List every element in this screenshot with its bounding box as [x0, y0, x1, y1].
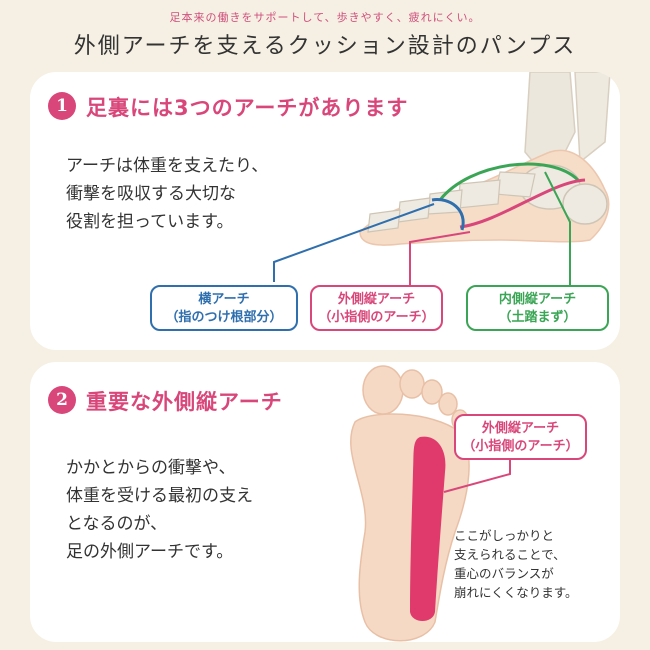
section-title: 重要な外側縦アーチ	[86, 390, 283, 414]
label-lateral-arch: 外側縦アーチ （小指側のアーチ）	[310, 285, 443, 331]
foot-sole-illustration	[350, 365, 511, 642]
page-title: 外側アーチを支えるクッション設計のパンプス	[73, 34, 577, 59]
label-transverse-arch: 横アーチ （指のつけ根部分）	[150, 285, 298, 331]
step-number-badge: 1	[48, 92, 76, 120]
section-arches-panel: 1 足裏には3つのアーチがあります アーチは体重を支えたり、 衝撃を吸収する大切…	[30, 72, 620, 350]
label-detail: （指のつけ根部分）	[165, 310, 283, 325]
body-line: 役割を担っています。	[66, 212, 234, 232]
note-text: ここがしっかりと 支えられることで、 重心のバランスが 崩れにくくなります。	[454, 526, 578, 602]
section-lateral-arch-panel: 2 重要な外側縦アーチ かかとからの衝撃や、 体重を受ける最初の支え となるのが…	[30, 362, 620, 642]
label-name: 内側縦アーチ	[498, 292, 577, 307]
section-body-text: かかとからの衝撃や、 体重を受ける最初の支え となるのが、 足の外側アーチです。	[66, 454, 253, 566]
foot-skeleton-illustration	[273, 72, 611, 287]
label-detail: （小指側のアーチ）	[318, 310, 435, 325]
label-name: 外側縦アーチ	[481, 421, 560, 436]
label-lateral-arch: 外側縦アーチ （小指側のアーチ）	[454, 414, 587, 460]
section-title: 足裏には3つのアーチがあります	[86, 96, 409, 120]
body-line: となるのが、	[66, 514, 168, 534]
label-name: 外側縦アーチ	[337, 292, 416, 307]
body-line: 衝撃を吸収する大切な	[66, 184, 236, 204]
label-detail: （小指側のアーチ）	[462, 439, 579, 454]
note-line: 支えられることで、	[454, 547, 566, 562]
note-line: ここがしっかりと	[454, 528, 555, 543]
note-line: 崩れにくくなります。	[454, 585, 578, 600]
note-line: 重心のバランスが	[454, 566, 554, 581]
label-medial-arch: 内側縦アーチ （土踏まず）	[466, 285, 609, 331]
body-line: 足の外側アーチです。	[66, 542, 234, 562]
body-line: アーチは体重を支えたり、	[66, 156, 269, 176]
body-line: 体重を受ける最初の支え	[66, 486, 253, 506]
section-body-text: アーチは体重を支えたり、 衝撃を吸収する大切な 役割を担っています。	[66, 152, 268, 236]
header-subtitle: 足本来の働きをサポートして、歩きやすく、疲れにくい。	[169, 11, 481, 24]
label-detail: （土踏まず）	[498, 310, 577, 325]
label-name: 横アーチ	[198, 292, 250, 307]
body-line: かかとからの衝撃や、	[66, 458, 236, 478]
step-number-badge: 2	[48, 386, 76, 414]
